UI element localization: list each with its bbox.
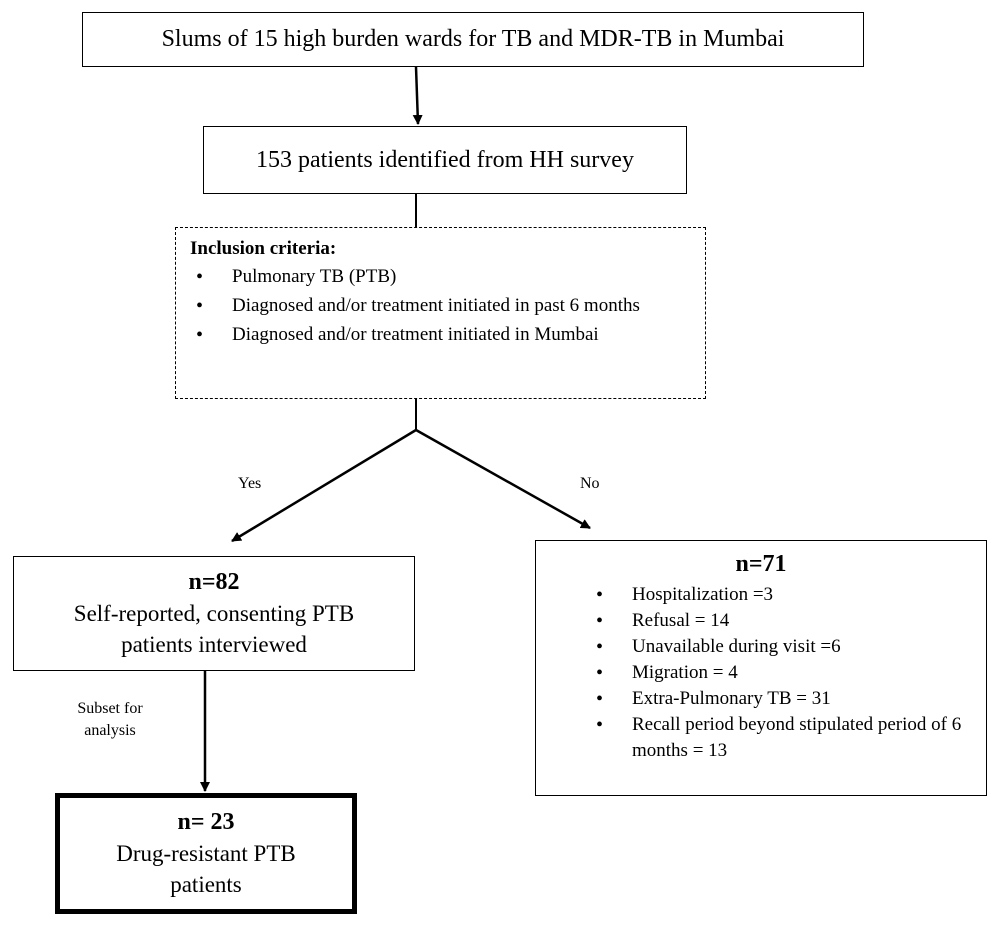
inclusion-criteria-list: Pulmonary TB (PTB) Diagnosed and/or trea… [190,264,691,348]
exclusion-item: Migration = 4 [550,660,972,686]
interviewed-count: n=82 [188,569,240,595]
yes-label: Yes [238,475,262,492]
study-area-box: Slums of 15 high burden wards for TB and… [82,12,864,67]
no-label: No [580,475,600,492]
survey-text: 153 patients identified from HH survey [256,146,634,173]
criteria-item: Diagnosed and/or treatment initiated in … [190,293,691,319]
exclusion-item: Hospitalization =3 [550,582,972,608]
exclusion-reasons-list: Hospitalization =3 Refusal = 14 Unavaila… [550,582,972,764]
excluded-count: n=71 [735,551,787,577]
inclusion-criteria-heading: Inclusion criteria: [190,238,337,259]
exclusion-item: Refusal = 14 [550,608,972,634]
drug-resistant-patients-box: n= 23 Drug-resistant PTB patients [55,793,357,914]
study-area-text: Slums of 15 high burden wards for TB and… [161,26,785,52]
excluded-patients-box: n=71 Hospitalization =3 Refusal = 14 Una… [535,540,987,796]
exclusion-item: Recall period beyond stipulated period o… [550,712,972,764]
criteria-item: Pulmonary TB (PTB) [190,264,691,290]
arrow-no-branch [415,428,591,530]
drug-resistant-line2: patients [170,872,242,897]
subset-label: Subset for analysis [77,700,143,739]
criteria-item: Diagnosed and/or treatment initiated in … [190,322,691,348]
drug-resistant-count: n= 23 [177,809,235,835]
survey-box: 153 patients identified from HH survey [203,126,687,194]
arrow-yes-branch [231,428,417,543]
interviewed-line2: patients interviewed [121,632,307,657]
drug-resistant-line1: Drug-resistant PTB [116,841,296,866]
inclusion-criteria-box: Inclusion criteria: Pulmonary TB (PTB) D… [175,227,706,399]
arrow-top-to-survey [412,66,423,125]
interviewed-patients-box: n=82 Self-reported, consenting PTB patie… [13,556,415,671]
interviewed-line1: Self-reported, consenting PTB [73,601,355,626]
exclusion-item: Extra-Pulmonary TB = 31 [550,686,972,712]
exclusion-item: Unavailable during visit =6 [550,634,972,660]
